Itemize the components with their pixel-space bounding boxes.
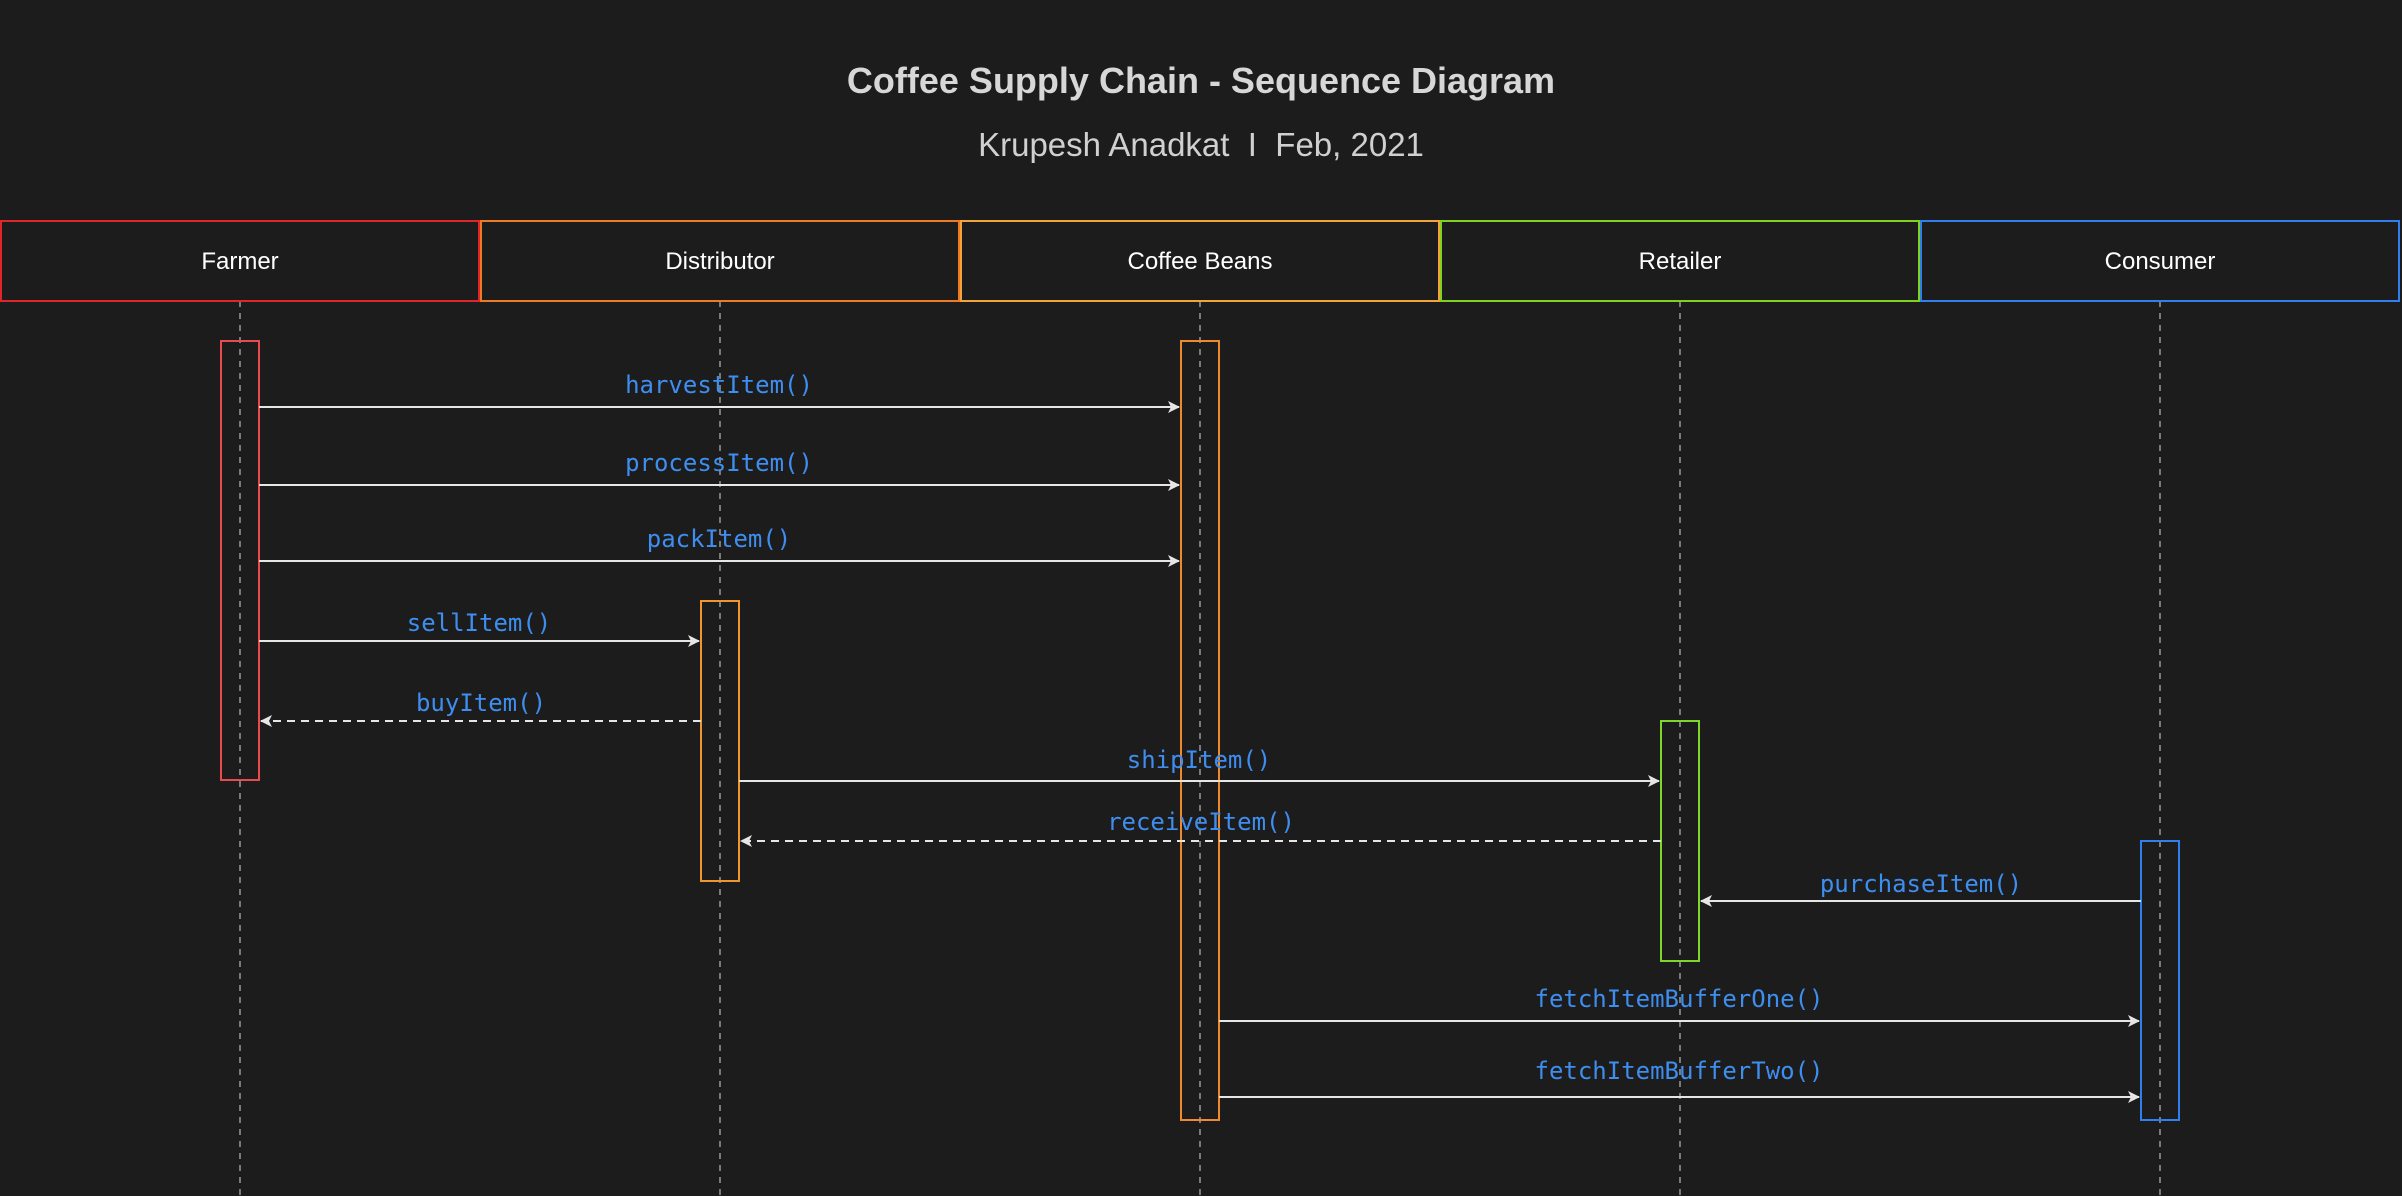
message-fetch-item-buffer-one: fetchItemBufferOne() xyxy=(1219,985,2140,1027)
activation-bar-coffee-beans xyxy=(1180,340,1220,1121)
activation-bar-consumer xyxy=(2140,840,2180,1121)
message-label-process-item: processItem() xyxy=(625,449,813,477)
message-process-item: processItem() xyxy=(259,449,1180,491)
message-arrows: harvestItem() processItem() packItem() sell… xyxy=(259,371,2141,1103)
message-pack-item: packItem() xyxy=(259,525,1180,567)
message-label-harvest-item: harvestItem() xyxy=(625,371,813,399)
message-purchase-item: purchaseItem() xyxy=(1700,870,2141,907)
message-receive-item: receiveItem() xyxy=(740,808,1661,847)
message-label-pack-item: packItem() xyxy=(647,525,792,553)
message-label-ship-item: shipItem() xyxy=(1127,746,1272,774)
actor-box-coffee-beans xyxy=(960,220,1440,302)
message-label-sell-item: sellItem() xyxy=(407,609,552,637)
message-label-fetch-item-buffer-two: fetchItemBufferTwo() xyxy=(1535,1057,1824,1085)
message-fetch-item-buffer-two: fetchItemBufferTwo() xyxy=(1219,1057,2140,1103)
actor-farmer: Farmer xyxy=(0,220,480,302)
actor-box-consumer xyxy=(1920,220,2400,302)
actor-distributor: Distributor xyxy=(480,220,960,302)
lifelines xyxy=(239,301,2161,1196)
actor-label-retailer: Retailer xyxy=(1639,248,1722,275)
message-buy-item: buyItem() xyxy=(260,689,701,727)
actor-consumer: Consumer xyxy=(1920,220,2400,302)
actor-label-coffee-beans: Coffee Beans xyxy=(1128,248,1273,275)
message-label-purchase-item: purchaseItem() xyxy=(1820,870,2022,898)
message-ship-item: shipItem() xyxy=(739,746,1660,787)
activation-bar-distributor xyxy=(700,600,740,882)
actor-box-retailer xyxy=(1440,220,1920,302)
actor-retailer: Retailer xyxy=(1440,220,1920,302)
actor-label-distributor: Distributor xyxy=(665,248,774,275)
message-label-fetch-item-buffer-one: fetchItemBufferOne() xyxy=(1535,985,1824,1013)
actor-label-consumer: Consumer xyxy=(2105,248,2216,275)
message-harvest-item: harvestItem() xyxy=(259,371,1180,413)
message-label-buy-item: buyItem() xyxy=(416,689,546,717)
actor-coffee-beans: Coffee Beans xyxy=(960,220,1440,302)
actor-label-farmer: Farmer xyxy=(201,248,278,275)
actor-box-distributor xyxy=(480,220,960,302)
message-label-receive-item: receiveItem() xyxy=(1107,808,1295,836)
actor-header-row: Farmer Distributor Coffee Beans Retailer Con… xyxy=(0,220,2400,302)
diagram-title: Coffee Supply Chain - Sequence Diagram xyxy=(847,60,1555,101)
diagram-subtitle: Krupesh Anadkat I Feb, 2021 xyxy=(978,126,1424,163)
message-sell-item: sellItem() xyxy=(259,609,700,647)
actor-box-farmer xyxy=(0,220,480,302)
